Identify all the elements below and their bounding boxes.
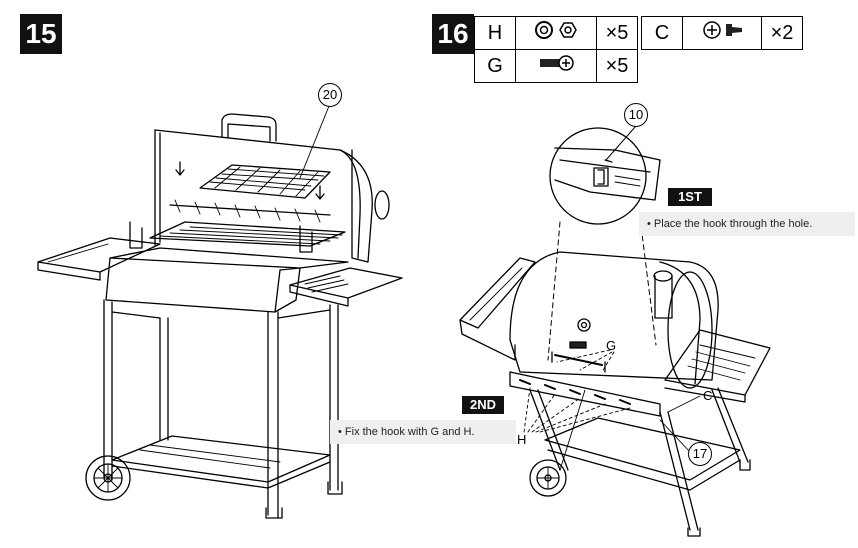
- second-step-tag: 2ND: [462, 396, 504, 414]
- callout-part-20: 20: [318, 83, 342, 107]
- part-letter-g: G: [474, 49, 516, 83]
- parts-row-g: G ×5: [474, 49, 638, 83]
- first-step-tag: 1ST: [668, 188, 712, 206]
- grill-step-15: [37, 113, 403, 519]
- label-c: C: [703, 388, 713, 403]
- note-fix-hook: • Fix the hook with G and H.: [330, 420, 516, 444]
- grill-step-16: [299, 105, 771, 537]
- parts-table-b: C ×2: [641, 16, 803, 50]
- label-h: H: [517, 432, 527, 447]
- callout-part-10: 10: [624, 103, 648, 127]
- part-qty-c: ×2: [761, 16, 803, 50]
- hook-detail-circle: [547, 125, 661, 361]
- part-letter-c: C: [641, 16, 683, 50]
- callout-part-17: 17: [688, 442, 712, 466]
- parts-row-c: C ×2: [641, 16, 803, 50]
- step-15-badge: 15: [20, 14, 62, 54]
- bolt-icon: [515, 49, 597, 83]
- label-g: G: [606, 338, 617, 353]
- note-place-hook: • Place the hook through the hole.: [639, 212, 855, 236]
- screw-icon: [682, 16, 762, 50]
- step-16-badge: 16: [432, 14, 474, 54]
- parts-table-a: H ×5 G ×5: [474, 16, 638, 83]
- part-qty-g: ×5: [596, 49, 638, 83]
- washer-and-nut-icon: [515, 16, 597, 50]
- parts-row-h: H ×5: [474, 16, 638, 50]
- part-qty-h: ×5: [596, 16, 638, 50]
